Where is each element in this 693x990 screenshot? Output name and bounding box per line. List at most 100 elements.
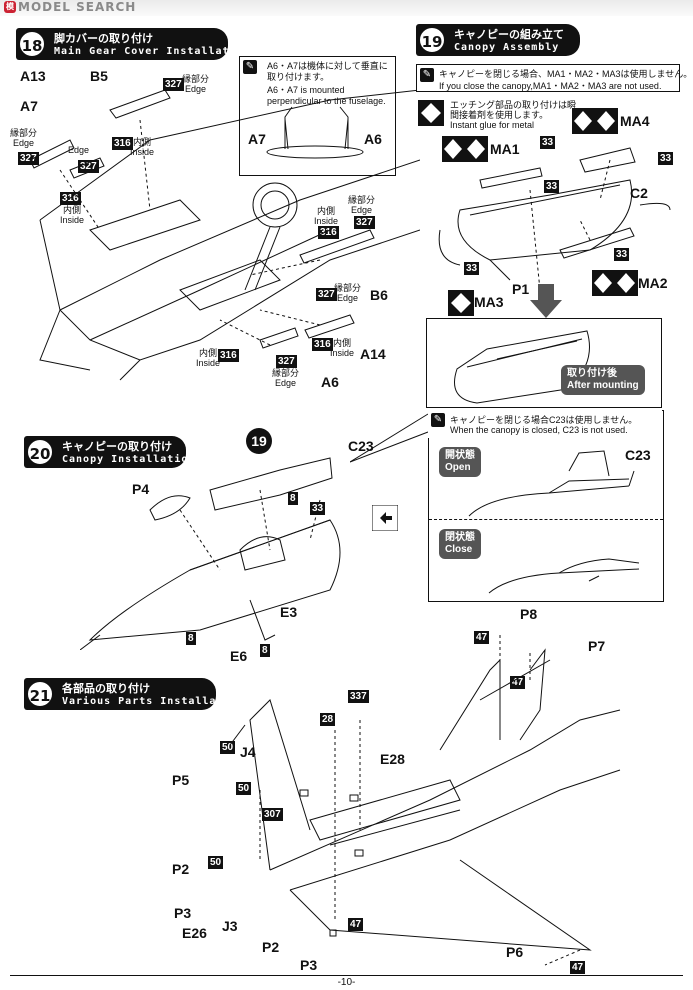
part-j4: J4: [240, 744, 256, 760]
step18-gear-diagram: [0, 60, 420, 400]
part-b6: B6: [370, 287, 388, 303]
part-p4: P4: [132, 481, 150, 497]
step18-header: 18 脚カバーの取り付け Main Gear Cover Installatio…: [16, 28, 250, 60]
part-ma4: MA4: [620, 113, 650, 129]
code-tag: 316: [318, 226, 339, 239]
step20-note: ✎ キャノピーを閉じる場合C23は使用しません。 When the canopy…: [428, 410, 662, 438]
step19-canopy-diagram: [430, 140, 680, 310]
step20-open-close-panel: ✎ キャノピーを閉じる場合C23は使用しません。 When the canopy…: [428, 410, 664, 602]
code-tag: 33: [658, 152, 674, 165]
code-tag: 50: [236, 782, 252, 795]
step18-note: ✎ A6・A7は機体に対して垂直に取り付けます。 A6・A7 is mounte…: [239, 56, 396, 176]
step20-header: 20 キャノピーの取り付け Canopy Installation: [24, 436, 194, 468]
code-tag: 50: [208, 856, 224, 869]
callout-lines: [350, 412, 430, 472]
part-ma3: MA3: [474, 294, 504, 310]
step18-note-part-a7: A7: [248, 131, 266, 147]
part-a7: A7: [20, 98, 38, 114]
caution-icon: ✎: [431, 413, 445, 427]
step19-note-en: If you close the canopy,MA1・MA2・MA3 are …: [439, 81, 662, 91]
etching-icon: [418, 100, 444, 126]
part-a14: A14: [360, 346, 386, 362]
ma2-diamond-icon: [592, 270, 638, 296]
part-a6: A6: [321, 374, 339, 390]
step18-note-jp: A6・A7は機体に対して垂直に取り付けます。: [267, 61, 388, 82]
code-tag: 47: [510, 676, 526, 689]
caution-icon: ✎: [243, 60, 257, 74]
step19-title-en: Canopy Assembly: [454, 42, 560, 53]
step20-number: 20: [26, 438, 54, 466]
code-tag: 47: [348, 918, 364, 931]
part-e28: E28: [380, 751, 405, 767]
step21-number: 21: [26, 680, 54, 708]
step19-number: 19: [418, 26, 446, 54]
part-p3b: P3: [300, 957, 318, 973]
step20-note-jp: キャノピーを閉じる場合C23は使用しません。: [450, 415, 638, 425]
step21-header: 21 各部品の取り付け Various Parts Installation: [24, 678, 244, 710]
code-tag: 33: [614, 248, 630, 261]
step20-title-en: Canopy Installation: [62, 454, 196, 465]
part-a13: A13: [20, 68, 46, 84]
part-e26: E26: [182, 925, 207, 941]
part-p2: P2: [172, 861, 190, 877]
code-tag: 327: [276, 355, 297, 368]
code-tag: 33: [540, 136, 556, 149]
step20-canopy-diagram: [80, 450, 380, 650]
code-tag: 327: [354, 216, 375, 229]
code-tag: 327: [163, 78, 184, 91]
part-b5: B5: [90, 68, 108, 84]
step21-aircraft-diagram: [200, 630, 640, 970]
code-tag: 316: [112, 137, 133, 150]
step19-note: ✎ キャノピーを閉じる場合、MA1・MA2・MA3は使用しません。 If you…: [416, 64, 692, 92]
open-c23-label: C23: [625, 447, 651, 463]
part-e6: E6: [230, 648, 248, 664]
step21-title-en: Various Parts Installation: [62, 696, 245, 707]
step19-note2: エッチング部品の取り付けは瞬間接着剤を使用します。Instant glue fo…: [450, 100, 577, 130]
part-p2b: P2: [262, 939, 280, 955]
step18-note-diagram: [240, 57, 395, 175]
ma4-diamond-icon: [572, 108, 618, 134]
step18-note-part-a6: A6: [364, 131, 382, 147]
part-ma2: MA2: [638, 275, 668, 291]
down-arrow-icon: [530, 284, 562, 318]
code-tag: 327: [18, 152, 39, 165]
code-tag: 8: [260, 644, 270, 657]
ma1-diamond-icon: [442, 136, 488, 162]
open-state-diagram: [429, 441, 663, 521]
code-tag: 327: [316, 288, 337, 301]
step18-number: 18: [18, 30, 46, 58]
part-p1: P1: [512, 281, 530, 297]
code-tag: 316: [312, 338, 333, 351]
code-tag: 33: [464, 262, 480, 275]
step18-title-jp: 脚カバーの取り付け: [54, 32, 153, 45]
code-tag: 316: [218, 349, 239, 362]
part-p5: P5: [172, 772, 190, 788]
part-e3: E3: [280, 604, 298, 620]
step20-title-jp: キャノピーの取り付け: [62, 440, 172, 453]
code-tag: 28: [320, 713, 336, 726]
code-tag: 307: [262, 808, 283, 821]
divider: [429, 519, 663, 520]
caution-icon: ✎: [420, 68, 434, 82]
part-p7: P7: [588, 638, 606, 654]
footer-rule: [10, 975, 683, 976]
close-state-diagram: [429, 521, 663, 601]
step19-ref-badge: 19: [246, 428, 272, 454]
part-c2: C2: [630, 185, 648, 201]
part-p8: P8: [520, 606, 538, 622]
step21-title-jp: 各部品の取り付け: [62, 682, 150, 695]
step20-note-en: When the canopy is closed, C23 is not us…: [450, 425, 628, 435]
